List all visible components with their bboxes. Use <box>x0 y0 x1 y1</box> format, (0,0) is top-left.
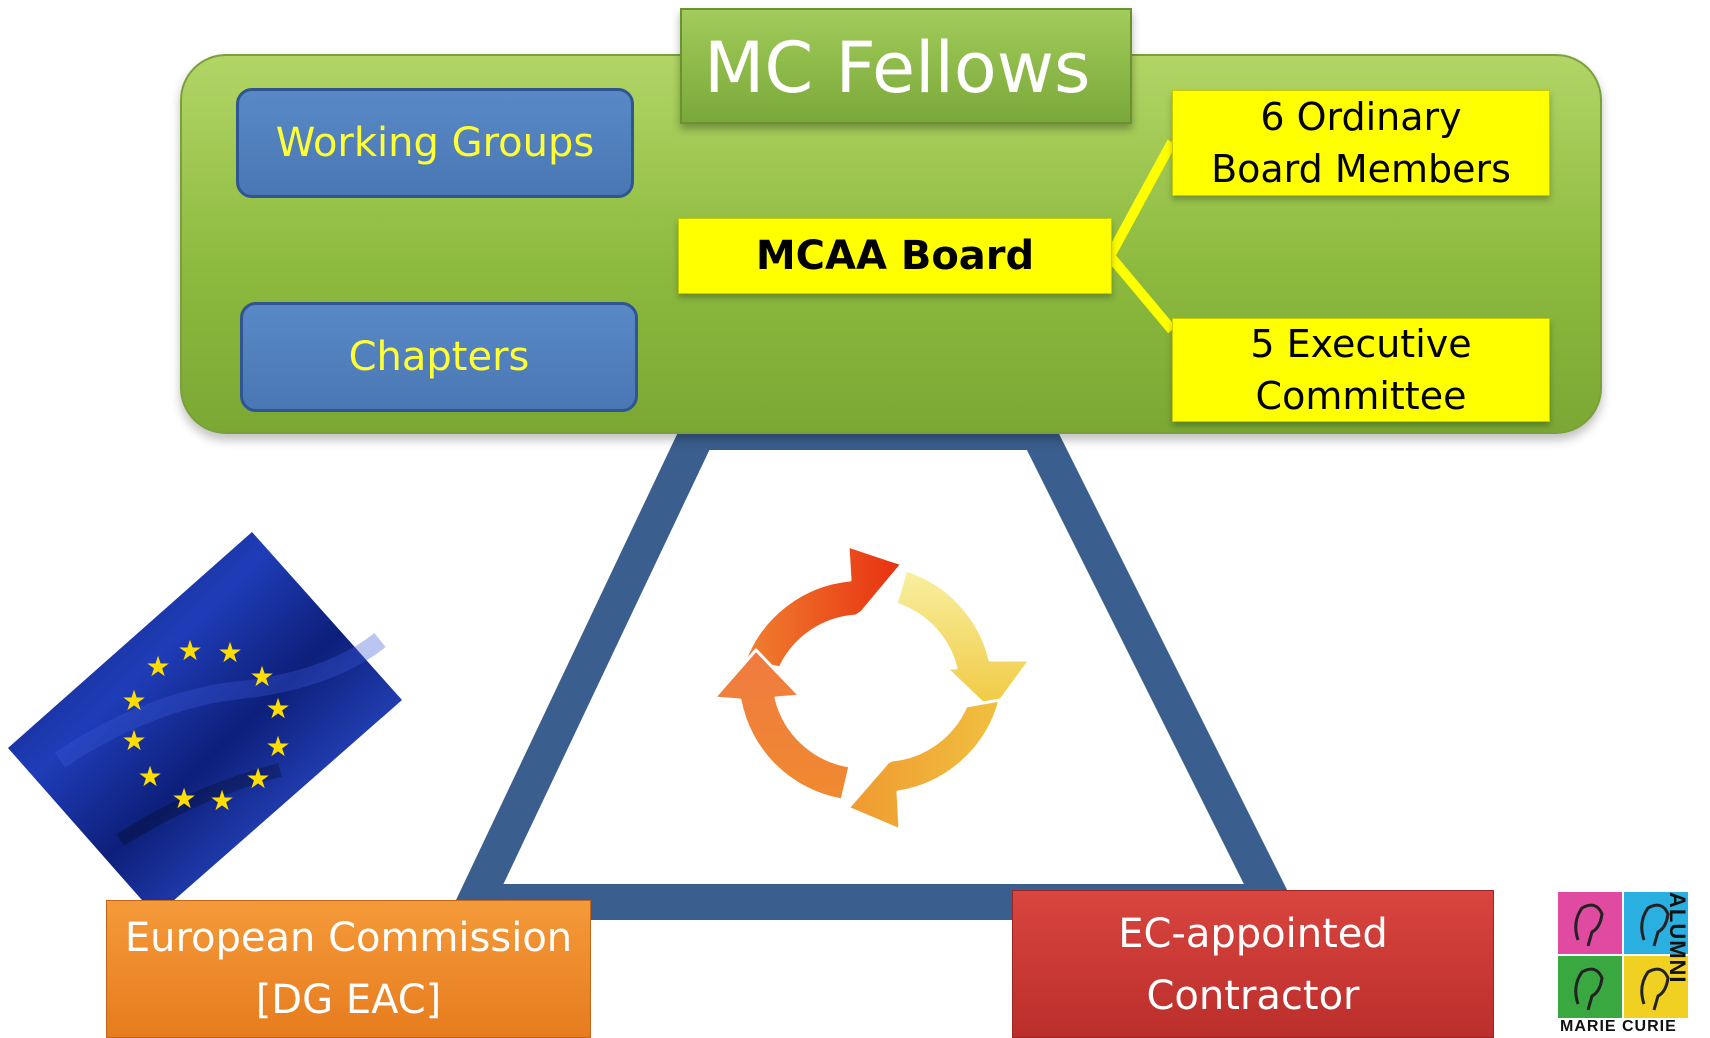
european-commission-line2: [DG EAC] <box>255 977 442 1023</box>
executive-committee-box: 5 Executive Committee <box>1172 318 1550 422</box>
ordinary-members-box: 6 Ordinary Board Members <box>1172 90 1550 196</box>
svg-text:★: ★ <box>265 692 290 725</box>
mcaa-board-box: MCAA Board <box>678 218 1112 294</box>
logo-alumni-text: ALUMNI <box>1665 892 1690 984</box>
european-commission-box: European Commission [DG EAC] <box>106 900 591 1038</box>
svg-text:★: ★ <box>177 634 202 667</box>
marie-curie-alumni-logo <box>1558 892 1688 1018</box>
svg-text:★: ★ <box>209 784 234 817</box>
ordinary-members-line2: Board Members <box>1211 147 1511 191</box>
svg-text:★: ★ <box>121 684 146 717</box>
working-groups-label: Working Groups <box>275 120 595 166</box>
svg-text:★: ★ <box>265 730 290 763</box>
mcaa-board-label: MCAA Board <box>755 233 1035 279</box>
working-groups-box: Working Groups <box>236 88 634 198</box>
contractor-line1: EC-appointed <box>1118 911 1388 957</box>
svg-text:★: ★ <box>249 660 274 693</box>
mc-fellows-title: MC Fellows <box>680 8 1132 124</box>
logo-quadrants-icon <box>1558 892 1688 1018</box>
svg-text:★: ★ <box>217 636 242 669</box>
chapters-box: Chapters <box>240 302 638 412</box>
contractor-box: EC-appointed Contractor <box>1012 890 1494 1038</box>
svg-text:★: ★ <box>121 724 146 757</box>
svg-text:★: ★ <box>137 760 162 793</box>
svg-text:★: ★ <box>245 762 270 795</box>
executive-committee-line1: 5 Executive <box>1250 322 1472 366</box>
european-commission-line1: European Commission <box>124 915 573 961</box>
contractor-line2: Contractor <box>1146 973 1360 1019</box>
svg-text:★: ★ <box>145 650 170 683</box>
svg-text:★: ★ <box>171 782 196 815</box>
executive-committee-line2: Committee <box>1255 374 1467 418</box>
logo-marie-curie-text: MARIE CURIE <box>1560 1018 1677 1035</box>
ordinary-members-line1: 6 Ordinary <box>1260 95 1462 139</box>
chapters-label: Chapters <box>348 334 530 380</box>
